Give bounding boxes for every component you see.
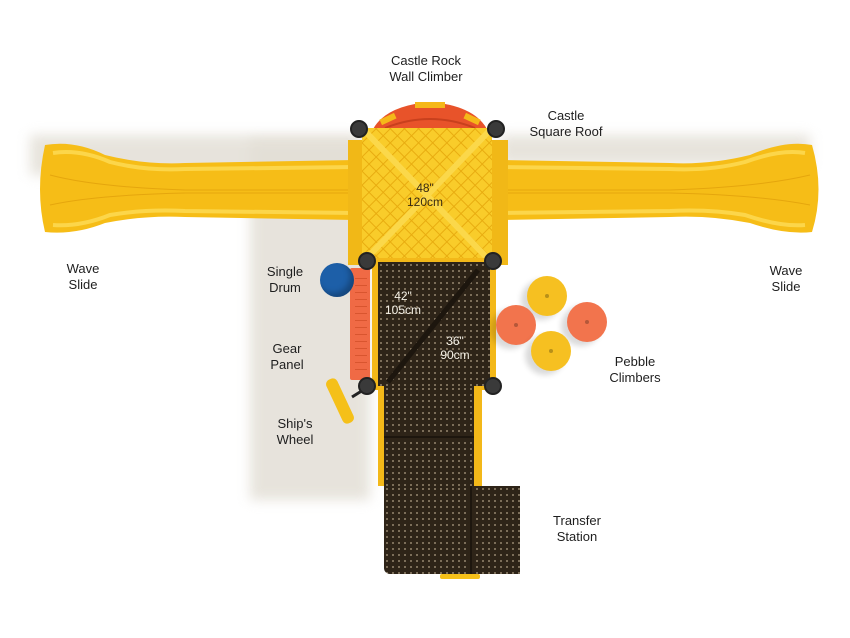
post [484, 377, 502, 395]
post [350, 120, 368, 138]
transfer-station-platform [384, 486, 520, 574]
label-castle-square-roof: Castle Square Roof [529, 108, 603, 139]
label-pebble-climbers: Pebble Climbers [609, 354, 661, 385]
label-transfer-station: Transfer Station [553, 513, 601, 544]
post [358, 377, 376, 395]
post [358, 252, 376, 270]
label-single-drum: Single Drum [266, 264, 304, 295]
dimension-main-deck-right: 36" 90cm [440, 334, 470, 362]
post [484, 252, 502, 270]
transfer-handle [440, 574, 480, 579]
dimension-roof-deck: 48" 120cm [406, 181, 444, 209]
label-castle-rock-wall-climber: Castle Rock Wall Climber [389, 53, 463, 84]
label-ships-wheel: Ship's Wheel [276, 416, 314, 447]
post [487, 120, 505, 138]
label-gear-panel: Gear Panel [270, 341, 304, 372]
pebble-yellow-top [527, 276, 567, 316]
single-drum [320, 263, 354, 297]
deck-diagonal-divider [386, 268, 480, 384]
pebble-orange-right [567, 302, 607, 342]
dimension-main-deck-left: 42" 105cm [384, 289, 422, 317]
label-wave-slide-right: Wave Slide [769, 263, 803, 294]
transfer-step-divider [470, 486, 472, 574]
pebble-yellow-bottom [531, 331, 571, 371]
pebble-orange-left [496, 305, 536, 345]
label-wave-slide-left: Wave Slide [66, 261, 100, 292]
step-divider [384, 436, 474, 438]
